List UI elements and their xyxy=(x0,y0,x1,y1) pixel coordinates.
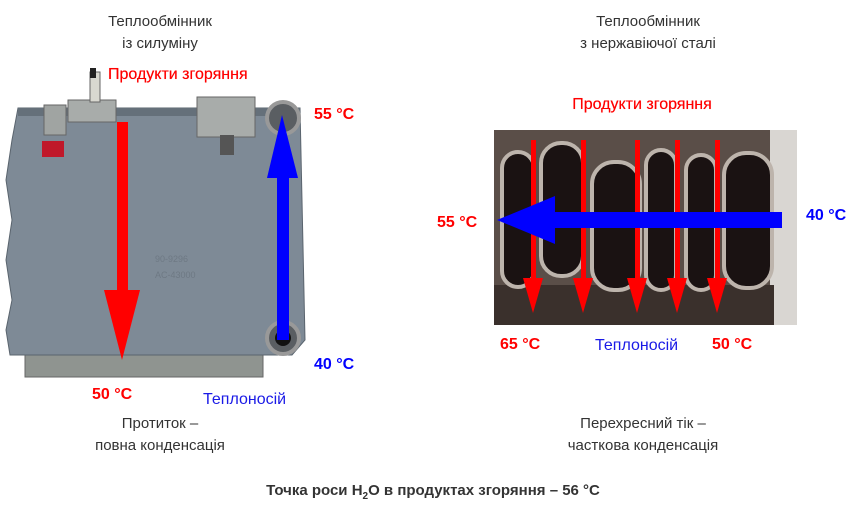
right-caption-line1: Перехресний тік – xyxy=(580,415,706,432)
left-caption: Протиток – повна конденсація xyxy=(95,413,225,457)
left-title-line2: із силуміну xyxy=(122,35,198,52)
right-title-line2: з нержавіючої сталі xyxy=(580,35,716,52)
left-coolant-label: Теплоносій xyxy=(203,391,287,408)
left-flue-label: Продукти згоряння xyxy=(108,66,248,83)
water-flow-arrow-horizontal xyxy=(497,196,782,244)
right-temp-flue-cold: 50 °C xyxy=(712,336,753,353)
dew-point-text-end: O в продуктах згоряння – 56 °C xyxy=(368,482,600,499)
left-title-line1: Теплообмінник xyxy=(108,13,212,30)
right-temp-flue-hot: 65 °C xyxy=(500,336,541,353)
left-temp-flue-out: 50 °C xyxy=(92,386,133,403)
left-temp-water-out: 55 °C xyxy=(314,106,355,123)
left-caption-line1: Протиток – xyxy=(121,415,199,432)
left-caption-line2: повна конденсація xyxy=(95,437,225,454)
dew-point-text-start: Точка роси H xyxy=(266,482,363,499)
right-title: Теплообмінник з нержавіючої сталі xyxy=(580,11,716,55)
flue-flow-arrow xyxy=(104,122,140,360)
right-caption-line2: часткова конденсація xyxy=(567,437,719,454)
left-title: Теплообмінник із силуміну xyxy=(108,11,212,55)
dew-point-subscript: 2 xyxy=(362,491,369,502)
svg-text:90-9296: 90-9296 xyxy=(155,254,188,264)
left-temp-water-in: 40 °C xyxy=(314,356,355,373)
water-flow-arrow xyxy=(267,115,298,340)
right-temp-water-out: 55 °C xyxy=(437,214,478,231)
right-title-line1: Теплообмінник xyxy=(596,13,700,30)
dew-point-note: Точка роси H2O в продуктах згоряння – 56… xyxy=(266,480,600,508)
right-flue-label: Продукти згоряння xyxy=(572,96,712,113)
right-coolant-label: Теплоносій xyxy=(595,337,679,354)
svg-text:AC-43000: AC-43000 xyxy=(155,270,196,280)
right-caption: Перехресний тік – часткова конденсація xyxy=(568,413,719,457)
right-temp-water-in: 40 °C xyxy=(806,207,847,224)
